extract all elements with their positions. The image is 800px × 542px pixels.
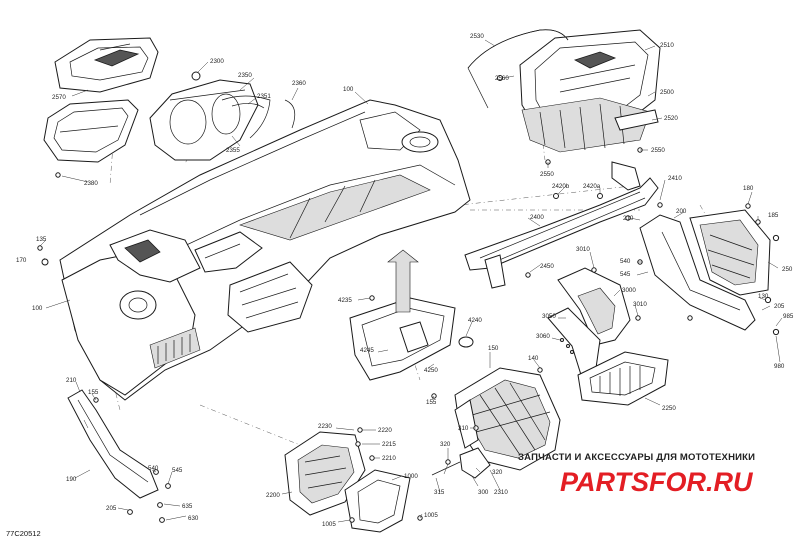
- callout-135: 135: [36, 236, 47, 243]
- callout-3010: 3010: [576, 246, 590, 253]
- callout-2355: 2355: [226, 147, 240, 154]
- callout-320: 320: [440, 441, 451, 448]
- callout-2310: 2310: [494, 489, 508, 496]
- callout-3010-b: 3010: [633, 301, 647, 308]
- callout-2450: 2450: [540, 263, 554, 270]
- callout-2530: 2530: [470, 33, 484, 40]
- callout-320-b: 320: [492, 469, 503, 476]
- callout-180: 180: [743, 185, 754, 192]
- part-strut-190: [67, 389, 159, 499]
- callout-980: 980: [774, 363, 785, 370]
- callout-140: 140: [528, 355, 539, 362]
- part-dashboard-main: [59, 99, 471, 401]
- callout-1000: 1000: [404, 473, 418, 480]
- callout-4235: 4235: [338, 297, 352, 304]
- callout-130: 130: [758, 293, 769, 300]
- callout-2410: 2410: [668, 175, 682, 182]
- callout-545: 545: [620, 271, 631, 278]
- callout-545-b: 545: [172, 467, 183, 474]
- part-door-1000: [344, 469, 411, 533]
- part-storage-bin: [43, 99, 139, 163]
- callout-2360: 2360: [292, 80, 306, 87]
- part-grommet-2300: [191, 71, 201, 81]
- callout-200: 200: [676, 208, 687, 215]
- callout-4245: 4245: [360, 347, 374, 354]
- callout-1005: 1005: [322, 521, 336, 528]
- callout-170: 170: [16, 257, 27, 264]
- callout-2351: 2351: [257, 93, 271, 100]
- watermark-tagline: ЗАПЧАСТИ И АКСЕССУАРЫ ДЛЯ МОТОТЕХНИКИ: [518, 452, 755, 463]
- callout-2250: 2250: [662, 405, 676, 412]
- callout-2420b: 2420b: [552, 183, 570, 190]
- callout-540-b: 540: [148, 465, 159, 472]
- callout-635: 635: [182, 503, 193, 510]
- callout-210-b: 210: [66, 377, 77, 384]
- callout-155-b: 155: [88, 389, 99, 396]
- callout-4250: 4250: [424, 367, 438, 374]
- part-bracket-250: [689, 209, 771, 296]
- watermark: ЗАПЧАСТИ И АКСЕССУАРЫ ДЛЯ МОТОТЕХНИКИ PA…: [518, 452, 755, 497]
- callout-540: 540: [620, 258, 631, 265]
- callout-2380: 2380: [84, 180, 98, 187]
- callout-2350: 2350: [238, 72, 252, 79]
- callout-labels: 2570 2380 2300 2350 2351 2360 2355 100 2…: [16, 33, 794, 528]
- callout-150: 150: [488, 345, 499, 352]
- callout-2550: 2550: [651, 147, 665, 154]
- callout-210: 210: [623, 215, 634, 222]
- callout-2500: 2500: [660, 89, 674, 96]
- callout-100: 100: [343, 86, 354, 93]
- callout-2520: 2520: [664, 115, 678, 122]
- callout-100-b: 100: [32, 305, 43, 312]
- callout-2550-b: 2550: [540, 171, 554, 178]
- part-bracket-300: [431, 447, 491, 479]
- part-rail-2400: [464, 161, 659, 289]
- part-console-150: [454, 367, 561, 471]
- part-gauge-ring: [221, 95, 271, 139]
- assembly-arrow: [387, 249, 419, 313]
- part-lower-box-2200: [284, 431, 366, 516]
- part-handle-2530: [467, 29, 569, 109]
- part-cover-3000: [557, 267, 631, 346]
- part-vent-2250: [577, 351, 669, 406]
- callout-2230: 2230: [318, 423, 332, 430]
- callout-250: 250: [782, 266, 793, 273]
- leader-lines: [39, 39, 783, 523]
- callout-3000: 3000: [622, 287, 636, 294]
- part-tray-4245: [349, 297, 474, 381]
- callout-2200: 2200: [266, 492, 280, 499]
- callout-630: 630: [188, 515, 199, 522]
- drawing-code: 77C20512: [6, 529, 41, 538]
- part-mesh-tray-2520: [521, 97, 659, 153]
- callout-3050: 3050: [542, 313, 556, 320]
- callout-185: 185: [768, 212, 779, 219]
- callout-310: 310: [458, 425, 469, 432]
- callout-300: 300: [478, 489, 489, 496]
- callout-2220: 2220: [378, 427, 392, 434]
- part-side-panel-200: [639, 214, 756, 331]
- callout-2510: 2510: [660, 42, 674, 49]
- part-glovebox-cover: [54, 37, 159, 93]
- callout-2300: 2300: [210, 58, 224, 65]
- callout-205-b: 205: [106, 505, 117, 512]
- callout-2570: 2570: [52, 94, 66, 101]
- watermark-logo: PARTSFOR.RU: [560, 467, 754, 497]
- fasteners: [37, 75, 780, 523]
- callout-3060: 3060: [536, 333, 550, 340]
- callout-2210: 2210: [382, 455, 396, 462]
- callout-2560: 2560: [495, 75, 509, 82]
- callout-2420a: 2420a: [583, 183, 601, 190]
- callout-190: 190: [66, 476, 77, 483]
- part-gauge-bezel: [149, 79, 259, 161]
- part-clip-2360: [284, 99, 296, 129]
- callout-315: 315: [434, 489, 445, 496]
- callout-4240: 4240: [468, 317, 482, 324]
- callout-205: 205: [774, 303, 785, 310]
- callout-2400: 2400: [530, 214, 544, 221]
- callout-1005-b: 1005: [424, 512, 438, 519]
- callout-155: 155: [426, 399, 437, 406]
- callout-2215: 2215: [382, 441, 396, 448]
- callout-985: 985: [783, 313, 794, 320]
